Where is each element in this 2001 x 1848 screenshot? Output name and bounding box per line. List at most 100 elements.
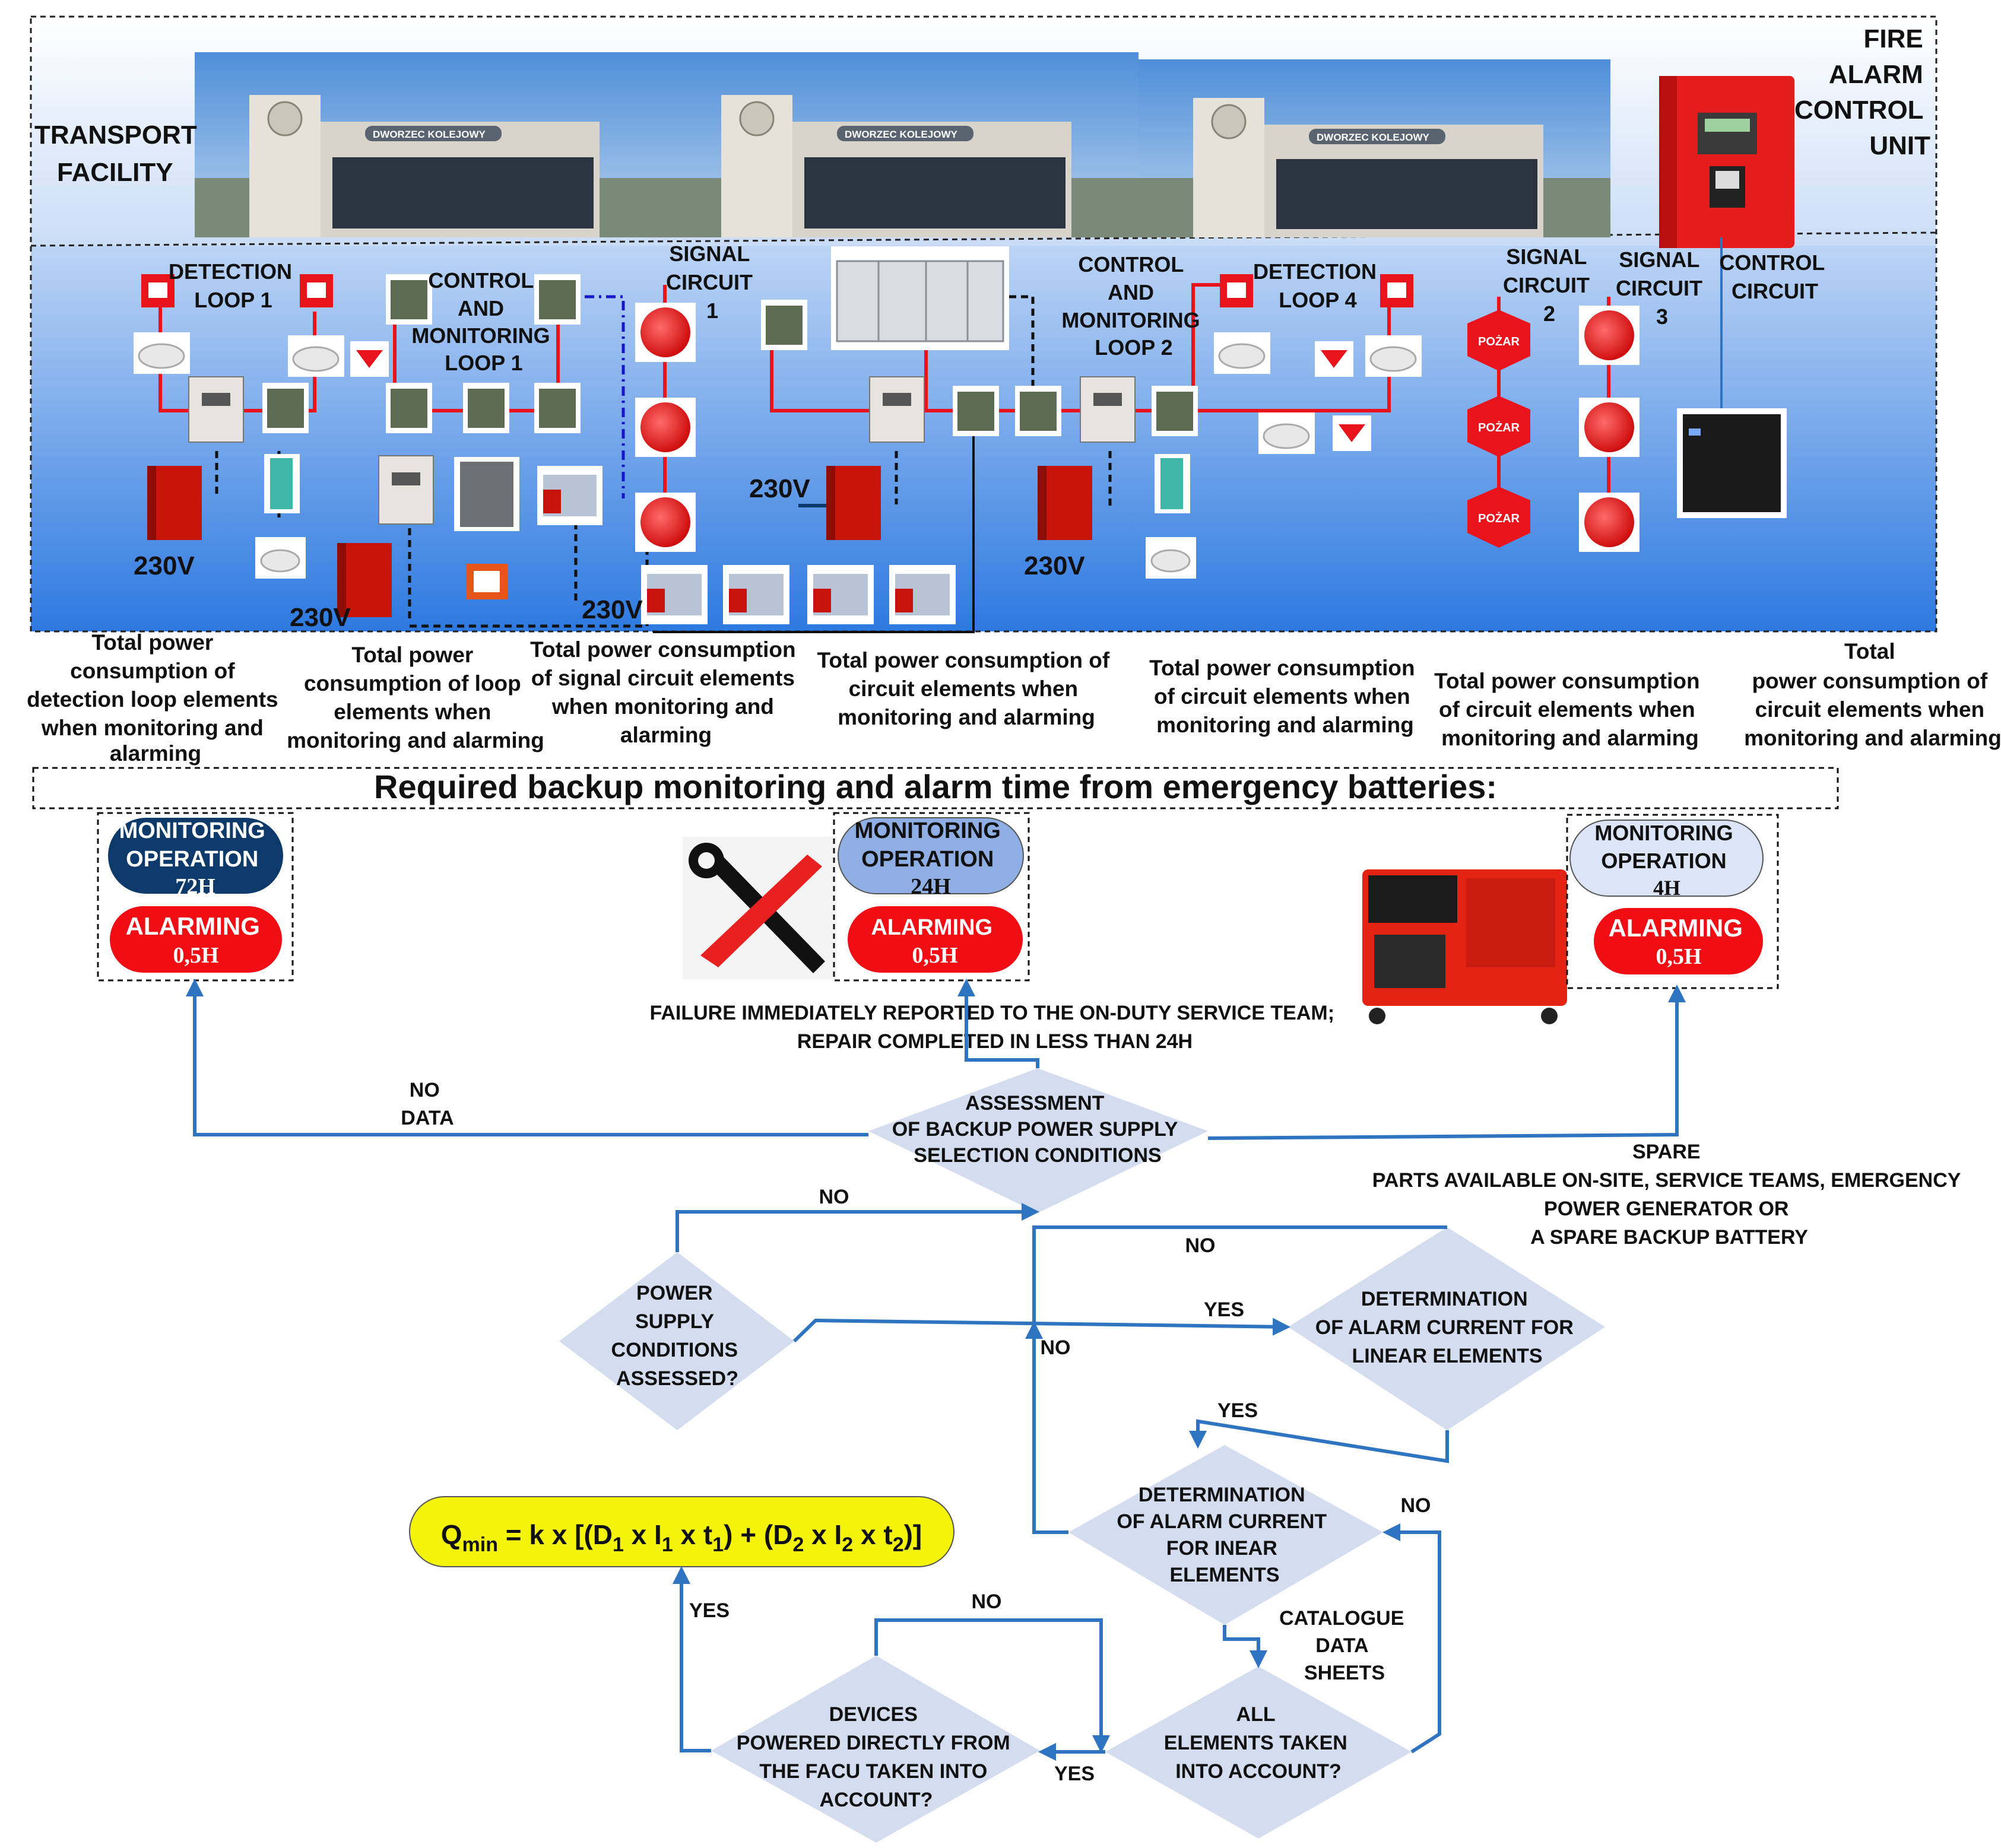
all-elements-diamond [1105, 1666, 1412, 1839]
pozar-sounder-icon: POŻAR [1467, 487, 1530, 548]
power-text-control-loop-1: Total power consumption of loop elements… [287, 643, 544, 752]
no-label-5: NO [972, 1590, 1002, 1613]
dash-dot-link [585, 295, 625, 498]
power-text-signal-circuit-1: Total power consumption of signal circui… [530, 637, 802, 747]
alarming-pill-24h-text: ALARMING 0,5H [871, 915, 998, 968]
detection-loop-4-label: DETECTION LOOP 4 [1253, 259, 1382, 312]
power-supply-diamond [559, 1252, 794, 1430]
sounder-icon [635, 493, 696, 552]
sounder-icon [635, 303, 696, 362]
io-module-icon [1152, 386, 1198, 436]
power-text-signal-circuits-2-3: Total power consumption of circuit eleme… [1434, 669, 1706, 750]
io-module-icon [386, 274, 432, 325]
loop-module-icon [1080, 376, 1136, 443]
control-cabinet-icon [454, 457, 519, 531]
signal-circuit-2-label: SIGNAL CIRCUIT 2 [1503, 245, 1596, 326]
io-module-icon [534, 274, 581, 325]
power-supply-unit-icon [337, 543, 392, 617]
devices-diamond [711, 1656, 1040, 1843]
devices-text: DEVICES POWERED DIRECTLY FROM THE FACU T… [737, 1703, 1016, 1811]
io-module-icon [761, 300, 807, 350]
inear-elements-text: DETERMINATION OF ALARM CURRENT FOR INEAR… [1117, 1484, 1332, 1586]
signal-supply-line [653, 427, 975, 633]
air-handling-unit-image [831, 246, 1009, 350]
heat-detector-icon [1315, 341, 1353, 377]
yes-label-3: YES [689, 1599, 730, 1622]
pozar-sounder-icon: POŻAR [1467, 396, 1530, 457]
section-divider [30, 231, 1937, 247]
loop-module-icon [188, 376, 244, 443]
emergency-generator-image [1362, 869, 1567, 1024]
power-supply-unit-icon [826, 466, 881, 540]
io-module-icon [953, 386, 999, 436]
no-label-3: NO [1041, 1336, 1071, 1359]
alarming-pill-72h-text: ALARMING 0,5H [126, 912, 267, 968]
all-elements-text: ALL ELEMENTS TAKEN INTO ACCOUNT? [1164, 1703, 1353, 1783]
assessment-diamond [868, 1068, 1208, 1213]
heat-detector-icon [350, 341, 389, 377]
svg-text:POŻAR: POŻAR [1478, 512, 1520, 525]
monitoring-pill-72h-text: MONITORING OPERATION 72H [119, 818, 272, 899]
voltage-label-5: 230V [1024, 551, 1085, 580]
io-module-icon [463, 383, 509, 433]
no-data-label: NO DATA [401, 1079, 454, 1129]
manual-call-point-icon [1380, 274, 1413, 307]
damper-actuator-icon [537, 466, 602, 525]
control-monitoring-loop-1-label: CONTROL AND MONITORING LOOP 1 [411, 268, 556, 375]
assessment-text: ASSESSMENT OF BACKUP POWER SUPPLY SELECT… [892, 1092, 1184, 1167]
power-text-control-loop-2: Total power consumption of circuit eleme… [817, 648, 1116, 729]
inear-elements-diamond [1068, 1445, 1383, 1625]
damper-actuator-icon [889, 565, 956, 624]
flow-arrows [186, 979, 1686, 1761]
sounder-icon [1579, 306, 1640, 365]
monitoring-pill-4h [1569, 820, 1764, 897]
damper-actuator-icon [807, 565, 874, 624]
building-sign-3: DWORZEC KOLEJOWY [1317, 132, 1429, 143]
required-title-frame [32, 767, 1839, 809]
signal-circuit-3-label: SIGNAL CIRCUIT 3 [1616, 247, 1708, 329]
smoke-detector-icon [1214, 332, 1270, 374]
no-label-1: NO [819, 1186, 849, 1208]
voltage-label-4: 230V [749, 474, 810, 503]
voltage-label-3: 230V [582, 595, 643, 624]
power-supply-text: POWER SUPPLY CONDITIONS ASSESSED? [611, 1282, 744, 1390]
damper-actuator-icon [723, 565, 789, 624]
smoke-detector-icon [1365, 335, 1422, 377]
yes-label-2: YES [1217, 1399, 1258, 1422]
pozar-sounder-icon: POŻAR [1467, 310, 1530, 371]
monitoring-pill-72h [108, 818, 283, 894]
sounder-icon [635, 398, 696, 457]
catalogue-label: CATALOGUE DATA SHEETS [1279, 1607, 1410, 1684]
smoke-detector-icon [255, 537, 306, 579]
no-label-4: NO [1401, 1494, 1431, 1517]
sounder-icon [1579, 493, 1640, 552]
mode-frame-24h [833, 812, 1030, 982]
smoke-detector-icon [288, 335, 344, 377]
facu-cabinet-image [1659, 76, 1794, 248]
signal-circuit-1-label: SIGNAL CIRCUIT 1 [666, 242, 759, 323]
smoke-detector-icon [1146, 537, 1196, 579]
power-supply-unit-icon [1038, 466, 1092, 540]
sounder-icon [1579, 398, 1640, 457]
required-backup-title: Required backup monitoring and alarm tim… [374, 768, 1497, 805]
alarming-pill-72h [110, 906, 282, 973]
voltage-label-2: 230V [290, 603, 351, 632]
transport-facility-label: TRANSPORT FACILITY [34, 120, 204, 187]
manual-call-point-icon [300, 274, 333, 307]
yes-label-1: YES [1204, 1298, 1244, 1321]
no-label-2: NO [1185, 1234, 1216, 1257]
alarming-pill-24h [848, 906, 1023, 973]
linear-elements-text: DETERMINATION OF ALARM CURRENT FOR LINEA… [1315, 1288, 1579, 1367]
monitoring-pill-24h [838, 817, 1024, 894]
building-image-1: DWORZEC KOLEJOWY [195, 52, 667, 237]
loop-module-icon [378, 455, 434, 525]
failure-note: FAILURE IMMEDIATELY REPORTED TO THE ON-D… [649, 1002, 1340, 1053]
power-text-control-circuit: Total power consumption of circuit eleme… [1744, 639, 2001, 750]
linear-elements-diamond [1288, 1227, 1605, 1430]
manual-call-point-icon [1220, 274, 1253, 307]
smoke-detector-icon [134, 332, 190, 374]
yes-label-4: YES [1054, 1763, 1095, 1785]
spare-label: SPARE PARTS AVAILABLE ON-SITE, SERVICE T… [1372, 1141, 1967, 1249]
voltage-label-1: 230V [134, 551, 195, 580]
din-module-icon [1155, 454, 1190, 513]
